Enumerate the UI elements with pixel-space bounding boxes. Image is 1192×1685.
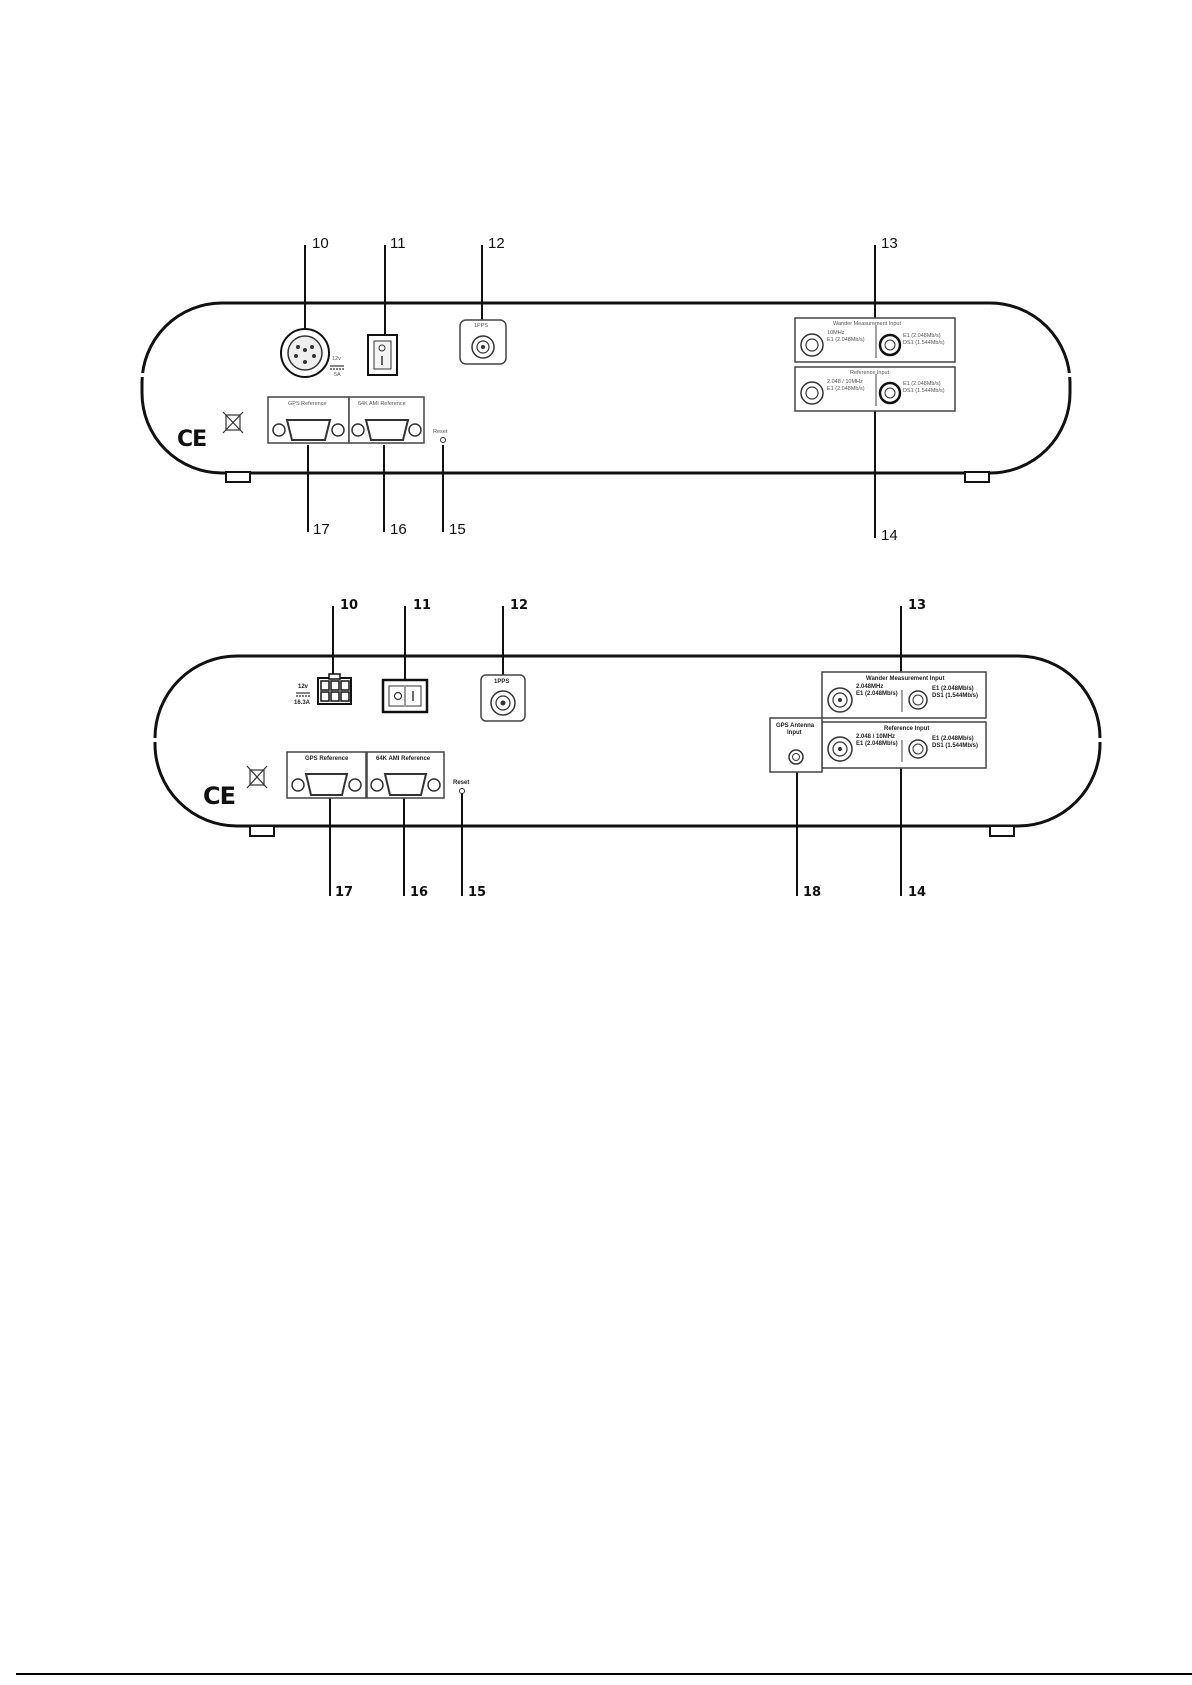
wander-panel-new xyxy=(821,671,987,719)
reference-panel-old xyxy=(794,366,956,412)
wander-left-1-old: 10MHz xyxy=(827,330,845,336)
reference-left-1-old: 2.048 / 10MHz xyxy=(827,379,863,385)
callout-16: 16 xyxy=(390,521,407,538)
power-din-connector xyxy=(280,328,330,378)
callout-14: 14 xyxy=(881,527,898,544)
ami-reference-label-new: 64K AMI Reference xyxy=(376,756,431,762)
callout-18: 18 xyxy=(803,885,822,900)
foot-left xyxy=(225,471,251,483)
reset-hole-new xyxy=(459,788,465,794)
callout-12: 12 xyxy=(510,598,529,613)
wander-panel-title-new: Wander Measurement Input xyxy=(866,676,945,682)
callout-10: 10 xyxy=(340,598,359,613)
callout-11: 11 xyxy=(413,598,432,613)
ami-reference-port-new xyxy=(366,751,445,799)
pps-connector-old xyxy=(459,319,507,365)
power-volt-label: 12v xyxy=(298,684,309,690)
power-amp-label: 5A xyxy=(334,372,341,378)
rear-panel-diagram-new: 10 11 12 13 17 16 15 18 14 12v 16.3A 1PP… xyxy=(0,560,1192,910)
wander-right-1-new: E1 (2.048Mb/s) xyxy=(932,686,974,692)
reset-label-old: Reset xyxy=(433,429,448,435)
power-switch-new xyxy=(381,678,429,714)
weee-bin-icon xyxy=(222,411,244,434)
foot-right xyxy=(989,825,1015,837)
rear-panel-diagram-old: 10 11 12 13 17 16 15 14 12v 5A 1PPS GPS … xyxy=(0,0,1192,560)
ce-mark-old: CE xyxy=(177,427,207,452)
rear-panel-drawing-new xyxy=(153,606,1102,896)
callout-12: 12 xyxy=(488,235,505,252)
weee-bin-icon xyxy=(246,765,268,789)
gps-antenna-label-1: GPS Antenna xyxy=(776,723,815,729)
gps-reference-port-old xyxy=(267,396,350,444)
reference-panel-new xyxy=(821,721,987,769)
foot-right xyxy=(964,471,990,483)
gps-reference-label-new: GPS Reference xyxy=(305,756,349,762)
rear-panel-drawing-old xyxy=(140,245,1072,538)
pps-label-new: 1PPS xyxy=(494,679,510,685)
power-switch-old xyxy=(367,334,398,376)
ami-reference-port-old xyxy=(348,396,425,444)
reference-right-2-new: DS1 (1.544Mb/s) xyxy=(932,743,979,749)
foot-left xyxy=(249,825,275,837)
reference-left-2-old: E1 (2.048Mb/s) xyxy=(827,386,865,392)
wander-right-1-old: E1 (2.048Mb/s) xyxy=(903,333,941,339)
reference-left-2-new: E1 (2.048Mb/s) xyxy=(856,741,898,747)
wander-panel-old xyxy=(794,317,956,363)
reference-right-1-old: E1 (2.048Mb/s) xyxy=(903,381,941,387)
callout-11: 11 xyxy=(390,235,406,252)
wander-left-1-new: 2.048MHz xyxy=(856,684,884,690)
reference-left-1-new: 2.048 / 10MHz xyxy=(856,734,896,740)
reference-right-1-new: E1 (2.048Mb/s) xyxy=(932,736,974,742)
pps-connector-new xyxy=(480,674,526,722)
callout-15: 15 xyxy=(449,521,466,538)
pps-label-old: 1PPS xyxy=(474,323,489,329)
callout-16: 16 xyxy=(410,885,429,900)
callout-17: 17 xyxy=(335,885,354,900)
callout-10: 10 xyxy=(312,235,329,252)
ami-reference-label-old: 64K AMI Reference xyxy=(358,401,406,407)
wander-right-2-old: DS1 (1.544Mb/s) xyxy=(903,340,945,346)
reset-label-new: Reset xyxy=(453,780,470,786)
power-volt-label: 12v xyxy=(332,356,341,362)
power-amp-label: 16.3A xyxy=(294,700,311,706)
ce-mark-new: CE xyxy=(203,782,236,810)
wander-panel-title-old: Wander Measurement Input xyxy=(833,321,901,327)
callout-13: 13 xyxy=(908,598,927,613)
page-bottom-rule xyxy=(16,1673,1192,1675)
wander-right-2-new: DS1 (1.544Mb/s) xyxy=(932,693,979,699)
gps-reference-label-old: GPS Reference xyxy=(288,401,327,407)
callout-17: 17 xyxy=(313,521,330,538)
reference-panel-title-old: Reference Input xyxy=(850,370,890,376)
gps-antenna-label-2: Input xyxy=(787,730,802,736)
wander-left-2-new: E1 (2.048Mb/s) xyxy=(856,691,898,697)
reference-panel-title-new: Reference Input xyxy=(884,726,930,732)
gps-reference-port-new xyxy=(286,751,367,799)
wander-left-2-old: E1 (2.048Mb/s) xyxy=(827,337,865,343)
reference-right-2-old: DS1 (1.544Mb/s) xyxy=(903,388,945,394)
reset-hole-old xyxy=(440,437,446,443)
callout-15: 15 xyxy=(468,885,487,900)
gps-antenna-port xyxy=(769,717,823,773)
callout-14: 14 xyxy=(908,885,927,900)
callout-13: 13 xyxy=(881,235,898,252)
power-molex-connector xyxy=(317,673,352,705)
